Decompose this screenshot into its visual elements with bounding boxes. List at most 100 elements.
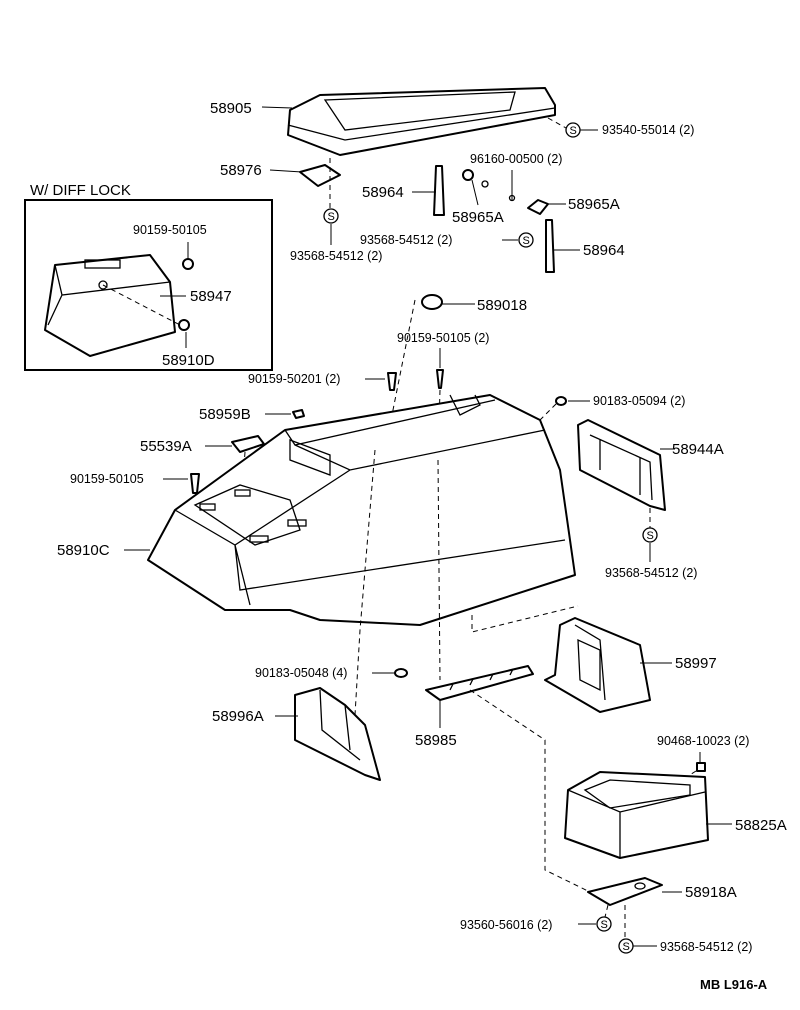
bracket-58997-detail xyxy=(574,624,606,701)
label-90183-05094: 90183-05094 (2) xyxy=(593,394,685,408)
screw-90159-50201 xyxy=(387,372,397,391)
dash-58985 xyxy=(469,689,591,893)
nut-90183-05094 xyxy=(555,396,567,406)
clip-90468-10023 xyxy=(696,762,706,772)
part-58997: 58997 xyxy=(544,617,717,713)
label-90159-50105-b: 90159-50105 xyxy=(70,472,144,486)
part-58825A: 58825A xyxy=(564,771,787,859)
console-slot-2 xyxy=(234,489,251,497)
label-58825A: 58825A xyxy=(735,817,787,834)
part-90468-10023: 90468-10023 (2) xyxy=(657,734,749,781)
leader-58905 xyxy=(261,106,293,109)
label-93568-54512-b: 93568-54512 (2) xyxy=(360,233,452,247)
s-symbol-icon xyxy=(642,527,658,543)
label-58965A-a: 58965A xyxy=(452,209,504,226)
s-symbol-icon xyxy=(323,208,339,224)
label-58918A: 58918A xyxy=(685,884,737,901)
dash-55539A xyxy=(242,451,246,481)
clip-small xyxy=(481,180,489,188)
part-58976: 58976 S 93568-54512 (2) xyxy=(220,158,382,263)
label-58905: 58905 xyxy=(210,100,252,117)
inset-diff-lock: W/ DIFF LOCK 90159-50105 58947 58910D xyxy=(24,182,273,371)
part-58905-shape xyxy=(287,87,556,156)
part-58947-slot xyxy=(84,259,121,269)
s-symbol-text: S xyxy=(523,235,530,247)
box-58825A-opening xyxy=(583,779,691,809)
clip-55539A xyxy=(231,435,265,453)
part-58976-shape xyxy=(299,164,341,187)
label-58944A: 58944A xyxy=(672,441,724,458)
screw-90159-50105-inset xyxy=(182,258,194,270)
bracket-58944A-detail xyxy=(589,434,653,501)
label-58910C: 58910C xyxy=(57,542,110,559)
label-93568-54512-d: 93568-54512 (2) xyxy=(660,940,752,954)
pin-96160 xyxy=(508,194,516,202)
label-90159-50105-2: 90159-50105 (2) xyxy=(397,331,489,345)
part-58905-recess xyxy=(323,91,516,131)
part-58918A: 58918A S 93560-56016 (2) S 93568-54512 (… xyxy=(460,877,752,954)
dash-90183-05094 xyxy=(539,403,557,421)
console-notch xyxy=(449,394,481,416)
console-recess xyxy=(289,439,331,476)
label-58959B: 58959B xyxy=(199,406,251,423)
dash-console-right xyxy=(437,459,441,681)
rail-58985-holes xyxy=(449,668,514,691)
plug-58959B xyxy=(292,409,305,419)
part-90159-50105-left: 90159-50105 xyxy=(70,472,200,494)
label-58964-b: 58964 xyxy=(583,242,625,259)
label-58947: 58947 xyxy=(190,288,232,305)
rod-58964-b xyxy=(545,219,555,273)
group-58964-58965A: 58964 58965A 96160-00500 (2) 58965A S 93… xyxy=(360,152,625,273)
rail-58985 xyxy=(425,665,534,701)
screw-90159-50105-b xyxy=(190,473,200,494)
bracket-58918A xyxy=(587,877,663,906)
screw-90159-50105 xyxy=(436,369,444,389)
console-slot-3 xyxy=(249,535,269,543)
dash-console-center xyxy=(354,449,376,716)
part-58947-detail xyxy=(47,264,171,326)
reference-code: MB L916-A xyxy=(700,977,768,992)
part-93540-55014: S 93540-55014 (2) xyxy=(547,117,694,138)
label-90159-50105-inset: 90159-50105 xyxy=(133,223,207,237)
part-58905: 58905 xyxy=(210,87,556,156)
label-93560-56016: 93560-56016 (2) xyxy=(460,918,552,932)
clip-58965A-a xyxy=(462,169,474,181)
console-body xyxy=(147,394,576,626)
leader-58976 xyxy=(269,169,303,173)
inset-frame xyxy=(24,199,273,371)
label-93568-54512-a: 93568-54512 (2) xyxy=(290,249,382,263)
part-58905-edge xyxy=(287,107,556,141)
rod-58964-a xyxy=(433,165,445,216)
box-58825A-edges xyxy=(567,789,706,858)
label-90468-10023: 90468-10023 (2) xyxy=(657,734,749,748)
s-symbol-icon xyxy=(596,916,612,932)
part-58947-shape xyxy=(44,254,176,357)
label-58965A-b: 58965A xyxy=(568,196,620,213)
label-90159-50201: 90159-50201 (2) xyxy=(248,372,340,386)
label-58997: 58997 xyxy=(675,655,717,672)
bracket-58996A xyxy=(294,687,381,781)
part-58985: 58985 xyxy=(415,665,591,893)
s-symbol-text: S xyxy=(623,941,630,953)
s-symbol-text: S xyxy=(570,125,577,137)
inset-title: W/ DIFF LOCK xyxy=(30,182,131,199)
part-58959B: 58959B xyxy=(199,406,305,423)
console-slot-1 xyxy=(199,503,216,511)
part-58947-hole xyxy=(98,280,108,290)
part-55539A: 55539A xyxy=(140,435,265,481)
s-symbol-text: S xyxy=(328,211,335,223)
cap-589018 xyxy=(421,294,443,310)
label-58976: 58976 xyxy=(220,162,262,179)
bracket-58997 xyxy=(544,617,651,713)
label-55539A: 55539A xyxy=(140,438,192,455)
part-90183-05094: 90183-05094 (2) xyxy=(539,394,685,421)
part-58944A: 58944A S 93568-54512 (2) xyxy=(577,419,724,580)
label-90183-05048: 90183-05048 (4) xyxy=(255,666,347,680)
label-96160-00500: 96160-00500 (2) xyxy=(470,152,562,166)
label-93540-55014: 93540-55014 (2) xyxy=(602,123,694,137)
part-90183-05048: 90183-05048 (4) xyxy=(255,666,408,680)
label-58964-a: 58964 xyxy=(362,184,404,201)
clip-58965A-b xyxy=(527,199,549,215)
label-589018: 589018 xyxy=(477,297,527,314)
